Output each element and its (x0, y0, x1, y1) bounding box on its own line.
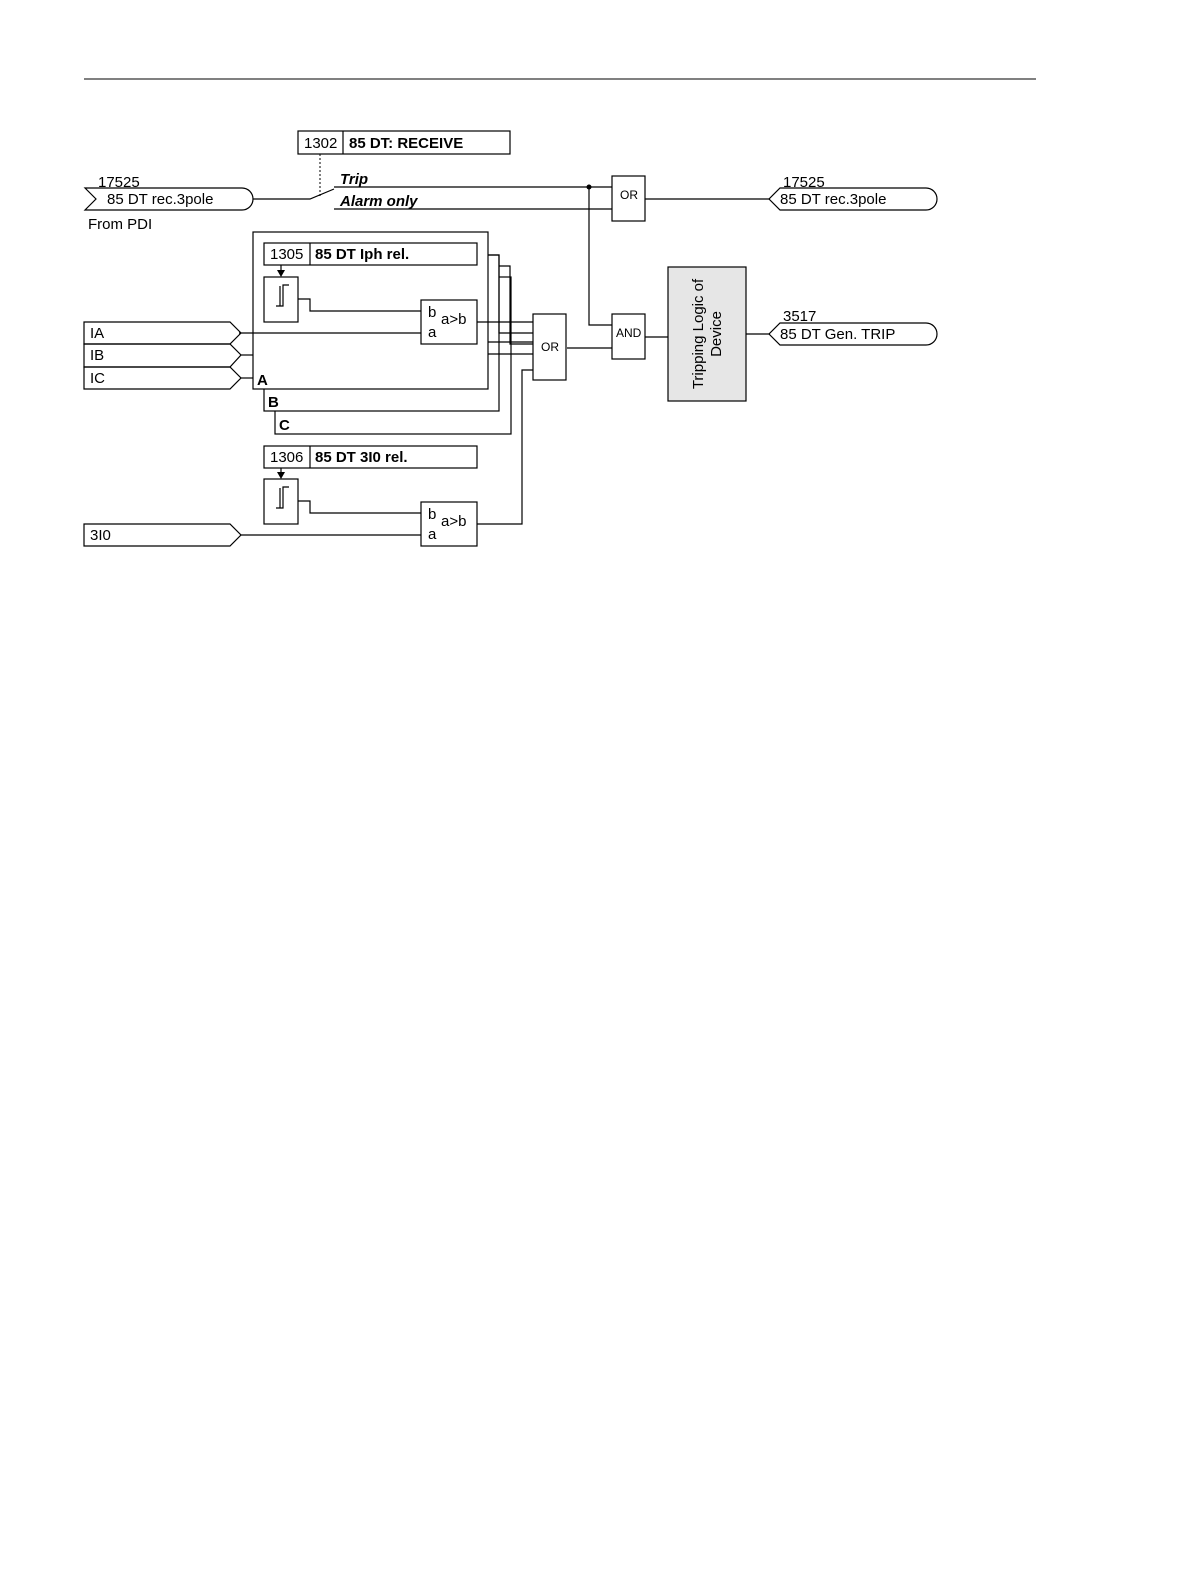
comparator-3i0-b: b (428, 506, 436, 523)
input-ib: IB (84, 344, 241, 367)
output-signal-trip-label: 85 DT Gen. TRIP (780, 326, 895, 343)
param-number-iph: 1305 (270, 246, 303, 263)
input-signal-label: 85 DT rec.3pole (107, 191, 213, 208)
output-signal-rec-number: 17525 (783, 174, 825, 191)
output-signal-trip: 3517 85 DT Gen. TRIP (769, 308, 937, 345)
option-trip: Trip (340, 171, 368, 188)
param-box-receive: 1302 85 DT: RECEIVE (298, 131, 510, 154)
threshold-element-3i0 (264, 479, 298, 524)
input-signal-source: From PDI (88, 216, 152, 233)
output-signal-rec-label: 85 DT rec.3pole (780, 191, 886, 208)
comparator-3i0: b a a>b (421, 502, 477, 546)
comparator-iph-op: a>b (441, 311, 466, 328)
comparator-iph-a: a (428, 324, 437, 341)
tripping-logic-block: Tripping Logic of Device (668, 267, 746, 401)
comparator-3i0-op: a>b (441, 513, 466, 530)
or-gate-middle: OR (533, 314, 566, 380)
param-box-iph: 1305 85 DT Iph rel. (264, 243, 477, 265)
input-ic: IC (84, 367, 241, 389)
phase-label-c: C (279, 417, 290, 434)
param-number-3i0: 1306 (270, 449, 303, 466)
or-gate-top: OR (612, 176, 645, 221)
phase-label-a: A (257, 372, 268, 389)
tripping-logic-line1: Tripping Logic of (690, 278, 707, 389)
tripping-logic-line2: Device (708, 311, 725, 357)
input-ic-label: IC (90, 370, 105, 387)
input-ia-label: IA (90, 325, 104, 342)
param-box-3i0: 1306 85 DT 3I0 rel. (264, 446, 477, 468)
param-label-iph: 85 DT Iph rel. (315, 246, 409, 263)
input-3i0: 3I0 (84, 524, 241, 546)
or-gate-top-label: OR (620, 188, 638, 202)
and-gate: AND (612, 314, 645, 359)
output-signal-rec3pole: 17525 85 DT rec.3pole (769, 174, 937, 210)
input-signal-rec3pole: 17525 85 DT rec.3pole From PDI (85, 174, 253, 233)
param-number-receive: 1302 (304, 135, 337, 152)
input-ib-label: IB (90, 347, 104, 364)
comparator-3i0-a: a (428, 526, 437, 543)
phase-label-b: B (268, 394, 279, 411)
option-alarm-only: Alarm only (339, 193, 418, 210)
and-gate-label: AND (616, 326, 642, 340)
param-label-3i0: 85 DT 3I0 rel. (315, 449, 408, 466)
input-3i0-label: 3I0 (90, 527, 111, 544)
threshold-element-iph (264, 277, 298, 322)
comparator-iph-b: b (428, 304, 436, 321)
comparator-iph: b a a>b (421, 300, 477, 344)
input-ia: IA (84, 322, 241, 344)
output-signal-trip-number: 3517 (783, 308, 816, 325)
input-signal-number: 17525 (98, 174, 140, 191)
param-label-receive: 85 DT: RECEIVE (349, 135, 463, 152)
or-gate-middle-label: OR (541, 340, 559, 354)
